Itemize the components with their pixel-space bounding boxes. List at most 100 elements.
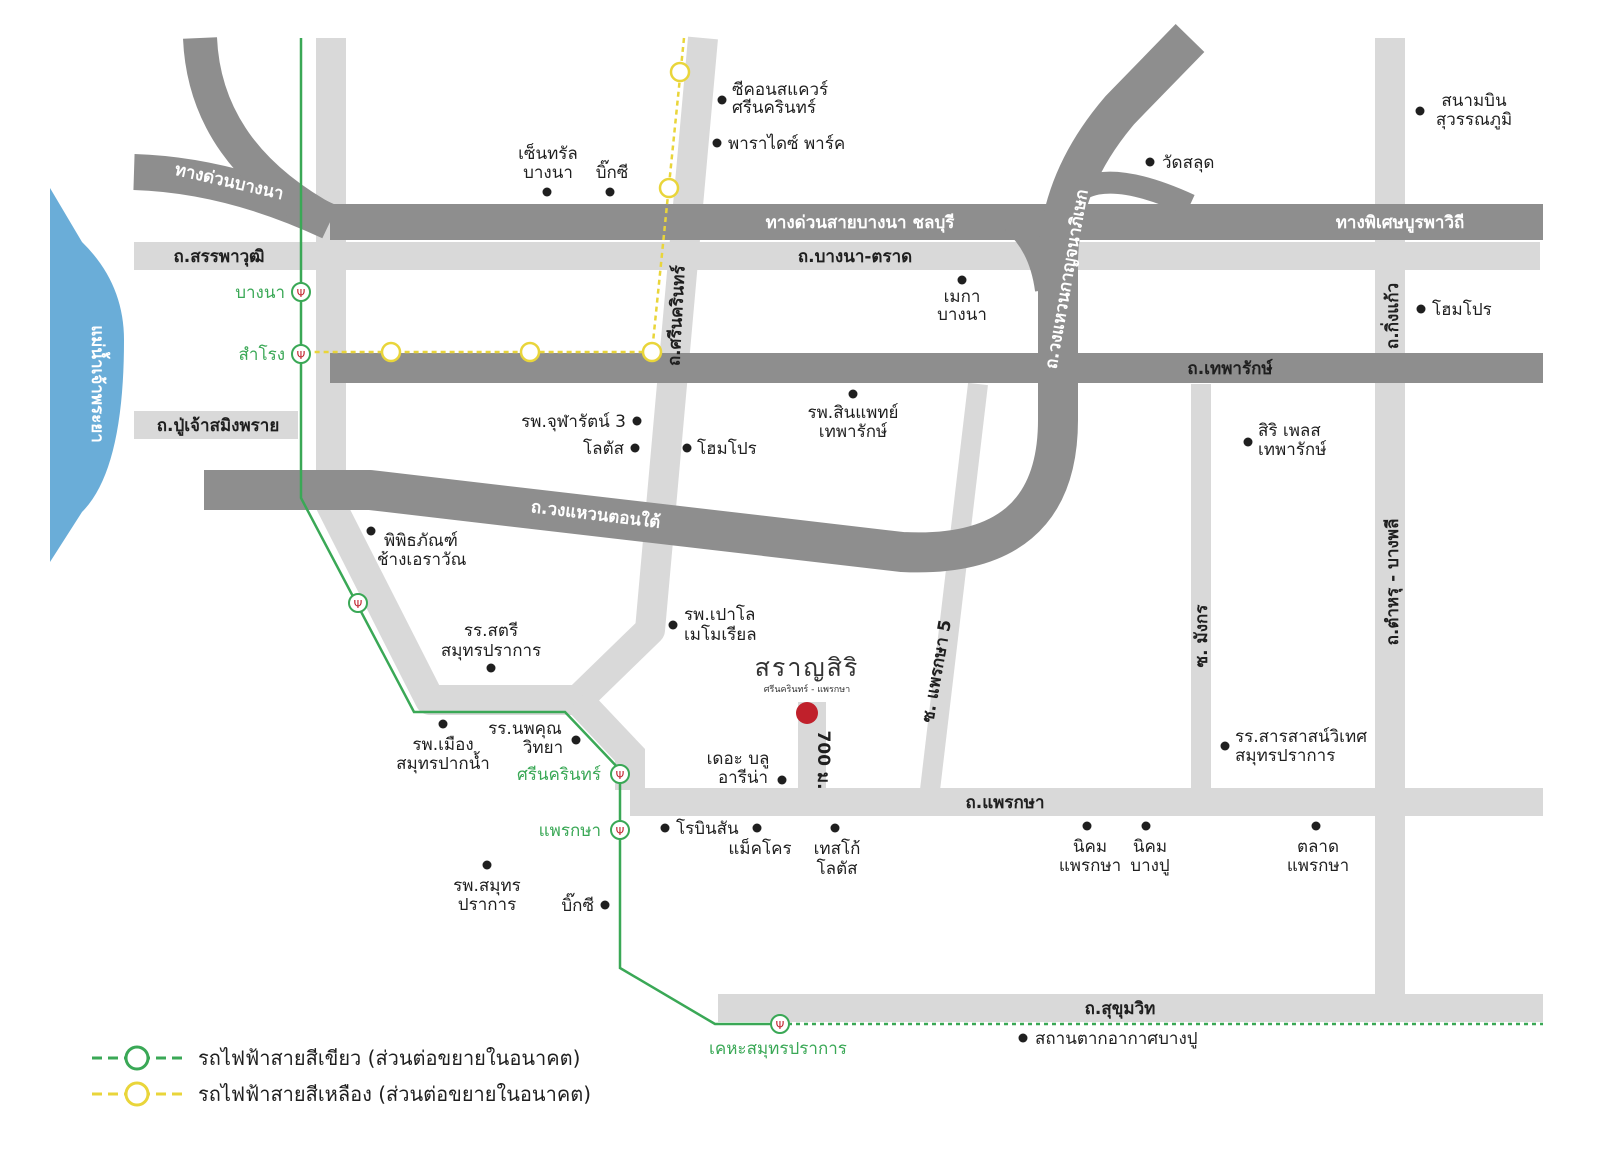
poi-label-siri-2: เทพารักษ์ [1258, 440, 1327, 460]
poi-dot-nikhom-2 [1141, 821, 1151, 831]
poi-label-tesco-2: โลตัส [817, 858, 859, 879]
poi-label-siri: สิริ เพลส [1258, 421, 1321, 441]
legend: รถไฟฟ้าสายสีเขียว (ส่วนต่อขยายในอนาคต) ร… [92, 1045, 591, 1107]
poi-dot-siri [1243, 437, 1253, 447]
poi-label-sarasas: รร.สารสาสน์วิเทศ [1235, 727, 1367, 747]
poi-label-seacon: ซีคอนสแควร์ [732, 80, 828, 100]
poi-dot-seacon [717, 95, 727, 105]
svg-text:Ψ: Ψ [776, 1019, 785, 1032]
poi-label-nikhom-1b: แพรกษา [1059, 856, 1121, 876]
station-srinakarin [610, 764, 630, 784]
station-bangna [291, 282, 311, 302]
poi-label-central-2: บางนา [523, 163, 573, 183]
yellow-station-3 [641, 341, 663, 363]
poi-dot-museum [366, 526, 376, 536]
road-label-thepharak: ถ.เทพารักษ์ [1187, 358, 1273, 379]
yellow-station-2 [658, 177, 680, 199]
poi-label-airport: สนามบิน [1441, 91, 1507, 111]
poi-dot-hosp [482, 860, 492, 870]
road-wongwaen-south [204, 24, 1205, 573]
poi-label-bigc-2: บิ๊กซี [561, 892, 594, 916]
poi-label-museum-2: ช้างเอราวัณ [377, 550, 467, 570]
green-stations [291, 282, 790, 1034]
poi-label-sarasas-2: สมุทรปราการ [1235, 746, 1335, 766]
yellow-station-5 [380, 341, 402, 363]
poi-label-robinson: โรบินสัน [676, 818, 739, 839]
legend-green-label: รถไฟฟ้าสายสีเขียว (ส่วนต่อขยายในอนาคต) [198, 1046, 580, 1070]
poi-label-nikhom-2b: บางปู [1130, 856, 1169, 876]
poi-dot-mega [957, 275, 967, 285]
poi-label-paradise: พาราไดซ์ พาร์ค [728, 133, 845, 154]
poi-dot-wat [1145, 157, 1155, 167]
poi-label-hosp-2: ปราการ [458, 895, 516, 915]
station-samrong [291, 344, 311, 364]
poi-label-lotus: โลตัส [583, 438, 625, 459]
station-label-praeksa: แพรกษา [539, 821, 601, 841]
station-mid [348, 593, 368, 613]
poi-label-central: เซ็นทรัล [518, 142, 578, 164]
poi-label-airport-2: สุวรรณภูมิ [1436, 110, 1512, 130]
poi-label-homepro-2: โฮมโปร [697, 438, 757, 459]
station-label-samrong: สำโรง [239, 344, 285, 365]
poi-dot-central [542, 187, 552, 197]
svg-text:Ψ: Ψ [297, 349, 306, 362]
poi-dot-noppakun [571, 735, 581, 745]
poi-dot-homepro-2 [682, 443, 692, 453]
chao-phraya-river [50, 188, 124, 562]
station-label-kheha: เคหะสมุทรปราการ [709, 1039, 847, 1059]
poi-label-talat-2: แพรกษา [1287, 856, 1349, 876]
poi-dot-makro [752, 823, 762, 833]
poi-label-noppakun-2: วิทยา [522, 738, 563, 758]
road-label-sanphawut: ถ.สรรพาวุฒิ [173, 247, 264, 267]
poi-dot-bigc-1 [605, 187, 615, 197]
road-srinakarin-south [567, 689, 645, 790]
project-name: สราญสิริ [755, 653, 860, 682]
svg-text:Ψ: Ψ [616, 825, 625, 838]
legend-green-station [124, 1045, 150, 1071]
station-praeksa [610, 820, 630, 840]
poi-dot-robinson [660, 823, 670, 833]
station-kheha [770, 1014, 790, 1034]
poi-dot-weather [1018, 1033, 1028, 1043]
svg-text:Ψ: Ψ [354, 598, 363, 611]
yellow-station-1 [669, 61, 691, 83]
poi-label-bigc-1: บิ๊กซี [596, 159, 629, 183]
poi-label-samitivej: รพ.สินแพทย์ [807, 403, 898, 423]
poi-label-talat: ตลาด [1297, 837, 1339, 857]
road-label-bangna-chonburi: ทางด่วนสายบางนา ชลบุรี [766, 212, 956, 233]
legend-yellow-label: รถไฟฟ้าสายสีเหลือง (ส่วนต่อขยายในอนาคต) [198, 1082, 591, 1106]
road-label-king-kaeo: ถ.กิ่งแก้ว [1380, 283, 1403, 349]
poi-label-blue: เดอะ บลู [707, 749, 770, 769]
poi-label-museum: พิพิธภัณฑ์ [384, 531, 458, 551]
legend-yellow-station [124, 1081, 150, 1107]
yellow-station-4 [519, 341, 541, 363]
project-marker[interactable] [796, 702, 818, 724]
poi-dot-homepro-1 [1416, 304, 1426, 314]
poi-label-noppakun: รร.นพคุณ [488, 719, 562, 739]
station-label-srinakarin: ศรีนครินทร์ [517, 765, 601, 785]
poi-label-blue-2: อารีน่า [718, 768, 768, 788]
poi-label-chularat: รพ.จุฬารัตน์ 3 [521, 412, 626, 432]
poi-label-seacon-2: ศรีนครินทร์ [732, 98, 816, 118]
poi-label-nikhom-2: นิคม [1133, 837, 1167, 857]
green-line [299, 38, 1543, 1026]
river-label: แม่น้ำเจ้าพระยา [87, 325, 111, 443]
road-label-phiset-burapha: ทางพิเศษบูรพาวิถี [1336, 212, 1465, 234]
road-label-sukhumvit: ถ.สุขุมวิท [1085, 999, 1156, 1019]
poi-dot-blue [777, 775, 787, 785]
road-label-praeksa: ถ.แพรกษา [965, 793, 1044, 813]
poi-label-homepro-1: โฮมโปร [1432, 299, 1492, 320]
poi-dot-samitivej [848, 389, 858, 399]
road-outer-ring-loop-1 [1047, 171, 1195, 233]
poi-label-makro: แม็คโคร [728, 837, 791, 859]
yellow-line [301, 37, 686, 354]
poi-label-hosp: รพ.สมุทร [453, 876, 521, 896]
poi-dot-lotus [630, 443, 640, 453]
poi-dot-tesco [830, 823, 840, 833]
poi-dot-airport [1415, 106, 1425, 116]
poi-label-weather: สถานตากอากาศบางปู [1035, 1029, 1198, 1049]
poi-label-paolo-2: เมโมเรียล [684, 624, 757, 645]
road-label-tamru-bangphli: ถ.ตำหรุ - บางพลี [1382, 519, 1403, 646]
poi-dot-satri [486, 663, 496, 673]
